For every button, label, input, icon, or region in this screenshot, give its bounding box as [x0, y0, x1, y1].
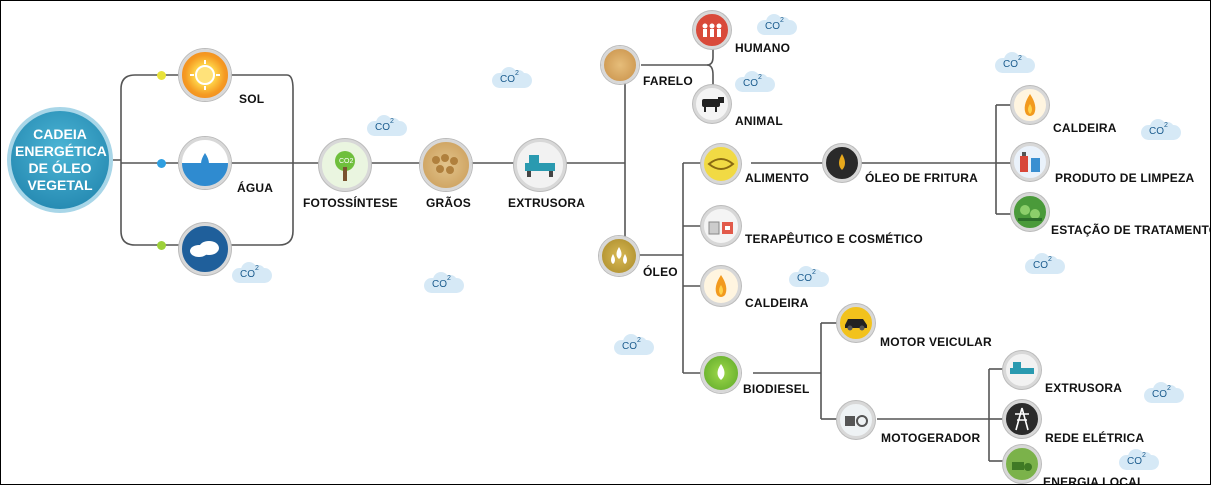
label-fotossintese: FOTOSSÍNTESE: [303, 196, 398, 210]
cow-icon: [693, 85, 731, 123]
label-rede-eletrica: REDE ELÉTRICA: [1045, 431, 1145, 445]
co2-sub: 2: [780, 17, 784, 24]
label-caldeira-top: CALDEIRA: [1053, 121, 1117, 135]
co2-cloud: CO2: [789, 266, 829, 288]
co2-sub: 2: [1018, 55, 1022, 62]
co2-cloud: CO2: [735, 71, 775, 93]
co2-cloud: CO2: [1025, 253, 1065, 275]
co2-text: CO: [622, 341, 637, 352]
car-icon: [837, 304, 875, 342]
co2-text: CO: [765, 21, 780, 32]
co2-sub: 2: [758, 74, 762, 81]
co2-cloud: CO2: [424, 272, 464, 294]
label-terapeutico: TERAPÊUTICO E COSMÉTICO: [745, 232, 923, 246]
yellow-dot: [157, 71, 166, 80]
plant-co2-icon: CO2: [319, 139, 371, 191]
label-graos: GRÃOS: [426, 196, 472, 210]
co2-sub: 2: [1142, 452, 1146, 459]
co2-cloud: CO2: [367, 115, 407, 137]
label-estacao-tratamento: ESTAÇÃO DE TRATAMENTO: [1051, 223, 1211, 237]
label-animal: ANIMAL: [735, 114, 783, 128]
co2-sub: 2: [255, 265, 259, 272]
bran-icon: [601, 46, 639, 84]
co2-cloud: CO2: [232, 262, 272, 284]
co2-text: CO: [743, 78, 758, 89]
label-extrusora2: EXTRUSORA: [1045, 381, 1123, 395]
co2-cloud: CO2: [1119, 449, 1159, 471]
power-tower-icon: [1003, 400, 1041, 438]
biodiesel-drop-icon: [701, 353, 741, 393]
label-oleo-fritura: ÓLEO DE FRITURA: [865, 171, 978, 185]
label-humano: HUMANO: [735, 41, 791, 55]
label-motor-veicular: MOTOR VEICULAR: [880, 335, 992, 349]
sun-icon: [179, 49, 231, 101]
label-motogerador: MOTOGERADOR: [881, 431, 981, 445]
cloud-icon: [179, 223, 231, 275]
treatment-station-icon: [1011, 193, 1049, 231]
food-icon: [701, 144, 741, 184]
co2-text: CO: [432, 279, 447, 290]
co2-text: CO: [1149, 126, 1164, 137]
green-dot: [157, 241, 166, 250]
co2-cloud: CO2: [614, 334, 654, 356]
main-title: CADEIA ENERGÉTICA DE ÓLEO VEGETAL: [15, 126, 107, 193]
cosmetic-icon: [701, 206, 741, 246]
label-farelo: FARELO: [643, 74, 693, 88]
co2-sub: 2: [447, 275, 451, 282]
people-icon: [693, 11, 731, 49]
co2-sub: 2: [515, 70, 519, 77]
grains-icon: [420, 139, 472, 191]
label-extrusora: EXTRUSORA: [508, 196, 586, 210]
label-alimento: ALIMENTO: [745, 171, 810, 185]
flame-icon: [701, 266, 741, 306]
co2-text: CO: [500, 74, 515, 85]
label-caldeira: CALDEIRA: [745, 296, 809, 310]
farm-energy-icon: [1003, 445, 1041, 483]
co2-cloud: CO2: [1141, 119, 1181, 141]
extruder-machine-icon: [1003, 351, 1041, 389]
co2-text: CO: [240, 269, 255, 280]
co2-cloud: CO2: [757, 14, 797, 36]
generator-icon: [837, 401, 875, 439]
blue-dot: [157, 159, 166, 168]
co2-sub: 2: [1048, 256, 1052, 263]
label-oleo: ÓLEO: [643, 265, 678, 279]
co2-sub: 2: [812, 269, 816, 276]
main-title-node: CADEIA ENERGÉTICA DE ÓLEO VEGETAL: [7, 107, 113, 213]
co2-text: CO: [1127, 456, 1142, 467]
co2-cloud: CO2: [995, 52, 1035, 74]
co2-sub: 2: [390, 118, 394, 125]
co2-text: CO: [1033, 260, 1048, 271]
co2-sub: 2: [1164, 122, 1168, 129]
label-agua: ÁGUA: [237, 181, 274, 195]
label-sol: SOL: [239, 92, 265, 106]
oil-drops-icon: [599, 236, 639, 276]
label-produto-limpeza: PRODUTO DE LIMPEZA: [1055, 171, 1195, 185]
co2-text: CO: [375, 122, 390, 133]
extruder-machine-icon: [514, 139, 566, 191]
co2-cloud: CO2: [492, 67, 532, 89]
cleaning-product-icon: [1011, 143, 1049, 181]
co2-text: CO: [1152, 389, 1167, 400]
co2-sub: 2: [637, 337, 641, 344]
frying-oil-icon: [823, 144, 861, 182]
water-drop-icon: [179, 137, 231, 189]
svg-text:CO2: CO2: [339, 158, 354, 165]
co2-sub: 2: [1167, 385, 1171, 392]
co2-cloud: CO2: [1144, 382, 1184, 404]
label-energia-local: ENERGIA LOCAL: [1043, 475, 1145, 485]
flame-icon: [1011, 86, 1049, 124]
co2-text: CO: [797, 273, 812, 284]
co2-text: CO: [1003, 59, 1018, 70]
label-biodiesel: BIODIESEL: [743, 382, 810, 396]
